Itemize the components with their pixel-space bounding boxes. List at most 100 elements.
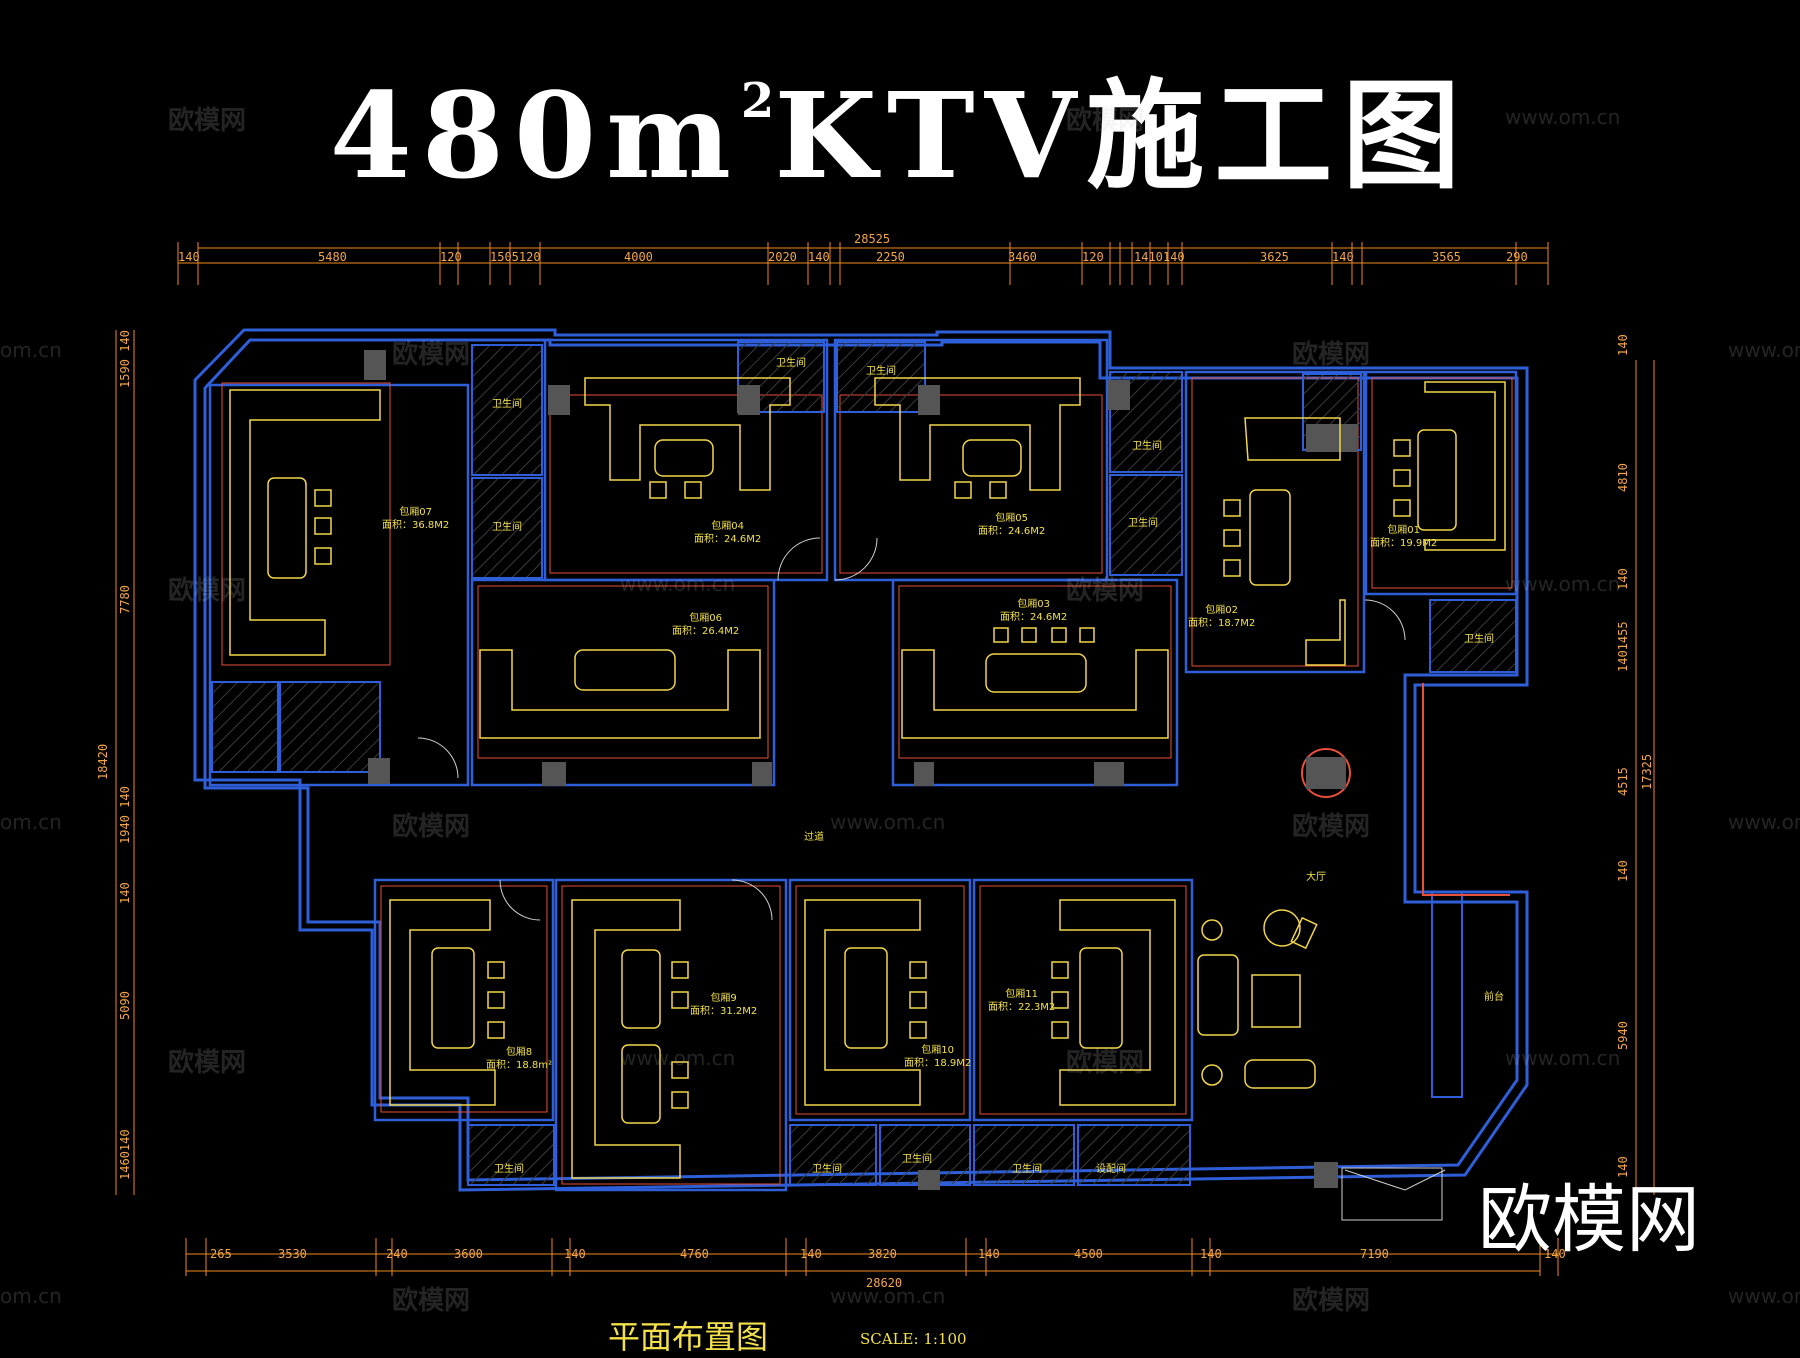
watermark-url: www.om.cn [1505, 105, 1621, 129]
watermark-url: om.cn [0, 1284, 62, 1308]
room-name: 包厢01 [1387, 525, 1420, 536]
wc-04 [737, 341, 825, 413]
watermark: 欧模网 [1292, 812, 1371, 842]
dimension-text: 4000 [624, 250, 653, 264]
dimension-text: 7780 [118, 585, 132, 614]
dimension-text: 2250 [876, 250, 905, 264]
watermark-url: om.cn [0, 810, 62, 834]
watermark: 欧模网 [392, 340, 471, 370]
dimension-text: 265 [210, 1247, 232, 1261]
watermark: 欧模网 [168, 106, 247, 136]
dimension-text: 140 [1332, 250, 1354, 264]
dimension-text: 4500 [1074, 1247, 1103, 1261]
dimension-text: 3625 [1260, 250, 1289, 264]
dimension-text: 4810 [1616, 463, 1630, 492]
wc-07b [279, 681, 381, 773]
wc-11 [973, 1124, 1075, 1186]
dimension-bottom [185, 1238, 1560, 1276]
room-area: 面积：24.6M2 [1000, 612, 1068, 623]
wc-01 [1429, 599, 1517, 673]
dimension-text: 140 [800, 1247, 822, 1261]
wc-8 [467, 1124, 555, 1186]
dimension-text: 4515 [1616, 767, 1630, 796]
room-area: 面积：18.9M2 [904, 1058, 972, 1069]
dimension-text: 3565 [1432, 250, 1461, 264]
plan-title: 平面布置图 [608, 1318, 769, 1356]
dimension-text: 2020 [768, 250, 797, 264]
dimension-text: 3820 [868, 1247, 897, 1261]
dimension-text: 18420 [96, 743, 110, 780]
dimension-text: 1590 140 [118, 330, 132, 388]
area-label: 卫生间 [1128, 518, 1158, 529]
area-label: 卫生间 [1132, 441, 1162, 452]
column [1306, 757, 1346, 789]
watermark: 欧模网 [1292, 340, 1371, 370]
dimension-text: 1401455 [1616, 621, 1630, 672]
watermark-url: www.om.cn [1505, 572, 1621, 596]
columns [364, 350, 1358, 1190]
dimension-text: 5480 [318, 250, 347, 264]
room-area: 面积：26.4M2 [672, 626, 740, 637]
wc-05 [836, 341, 926, 413]
watermark: 欧模网 [1066, 1048, 1145, 1078]
area-label: 过道 [804, 832, 824, 843]
page-title: 480m2KTV施工图 [329, 66, 1471, 205]
dimension-text: 1505120 [490, 250, 541, 264]
room-01 [1364, 370, 1518, 596]
area-label: 卫生间 [492, 522, 522, 533]
dimension-text: 240 [386, 1247, 408, 1261]
room-area: 面积：19.9M2 [1370, 538, 1438, 549]
watermark: 欧模网 [168, 576, 247, 606]
watermark-url: www.om.cn [1728, 338, 1800, 362]
room-area: 面积：18.7M2 [1188, 618, 1256, 629]
dimension-text: 28620 [866, 1276, 903, 1290]
watermark-url: www.om.cn [830, 1284, 946, 1308]
room-area: 面积：24.6M2 [978, 526, 1046, 537]
watermark-url: www.om.cn [1505, 1046, 1621, 1070]
dimension-text: 3600 [454, 1247, 483, 1261]
area-label: 大厅 [1306, 872, 1326, 883]
furniture [229, 377, 1506, 1179]
room-name: 包厢03 [1017, 599, 1050, 610]
dimension-text: 17325 [1640, 753, 1654, 790]
reception-counter [1431, 891, 1463, 1098]
wc-col-a [471, 344, 543, 476]
column-ring [1301, 748, 1351, 798]
room-area: 面积：18.8m² [486, 1060, 553, 1071]
area-label: 卫生间 [492, 399, 522, 410]
room-label: 包厢03 面积：24.6M2 [1000, 598, 1067, 624]
watermark-url: www.om.cn [830, 810, 946, 834]
room-02 [1184, 370, 1366, 674]
dimension-text: 140 [118, 882, 132, 904]
area-label: 前台 [1484, 992, 1504, 1003]
watermark: 欧模网 [392, 1286, 471, 1316]
dimension-text: 140 [1200, 1247, 1222, 1261]
room-name: 包厢07 [399, 507, 432, 518]
dimension-text: 140 [178, 250, 200, 264]
dimension-text: 140 [978, 1247, 1000, 1261]
watermark-url: www.om.cn [620, 572, 736, 596]
dimension-text: 5090 [118, 991, 132, 1020]
dimension-text: 140 [564, 1247, 586, 1261]
wc-col-b [471, 477, 543, 579]
area-label: 卫生间 [494, 1164, 524, 1175]
dimension-text: 3530 [278, 1247, 307, 1261]
watermark-url: om.cn [0, 338, 62, 362]
hall-partition [1422, 683, 1510, 896]
watermark: 欧模网 [1066, 106, 1145, 136]
dimension-text: 7190 [1360, 1247, 1389, 1261]
wc-05c [1109, 474, 1183, 576]
room-area: 面积：31.2M2 [690, 1006, 758, 1017]
area-label: 设配间 [1096, 1164, 1126, 1175]
area-label: 卫生间 [812, 1164, 842, 1175]
dimension-text: 140 [1616, 860, 1630, 882]
dimension-text: 28525 [854, 232, 891, 246]
doors [417, 537, 1446, 1221]
area-label: 卫生间 [902, 1154, 932, 1165]
watermark: 欧模网 [1292, 1286, 1371, 1316]
